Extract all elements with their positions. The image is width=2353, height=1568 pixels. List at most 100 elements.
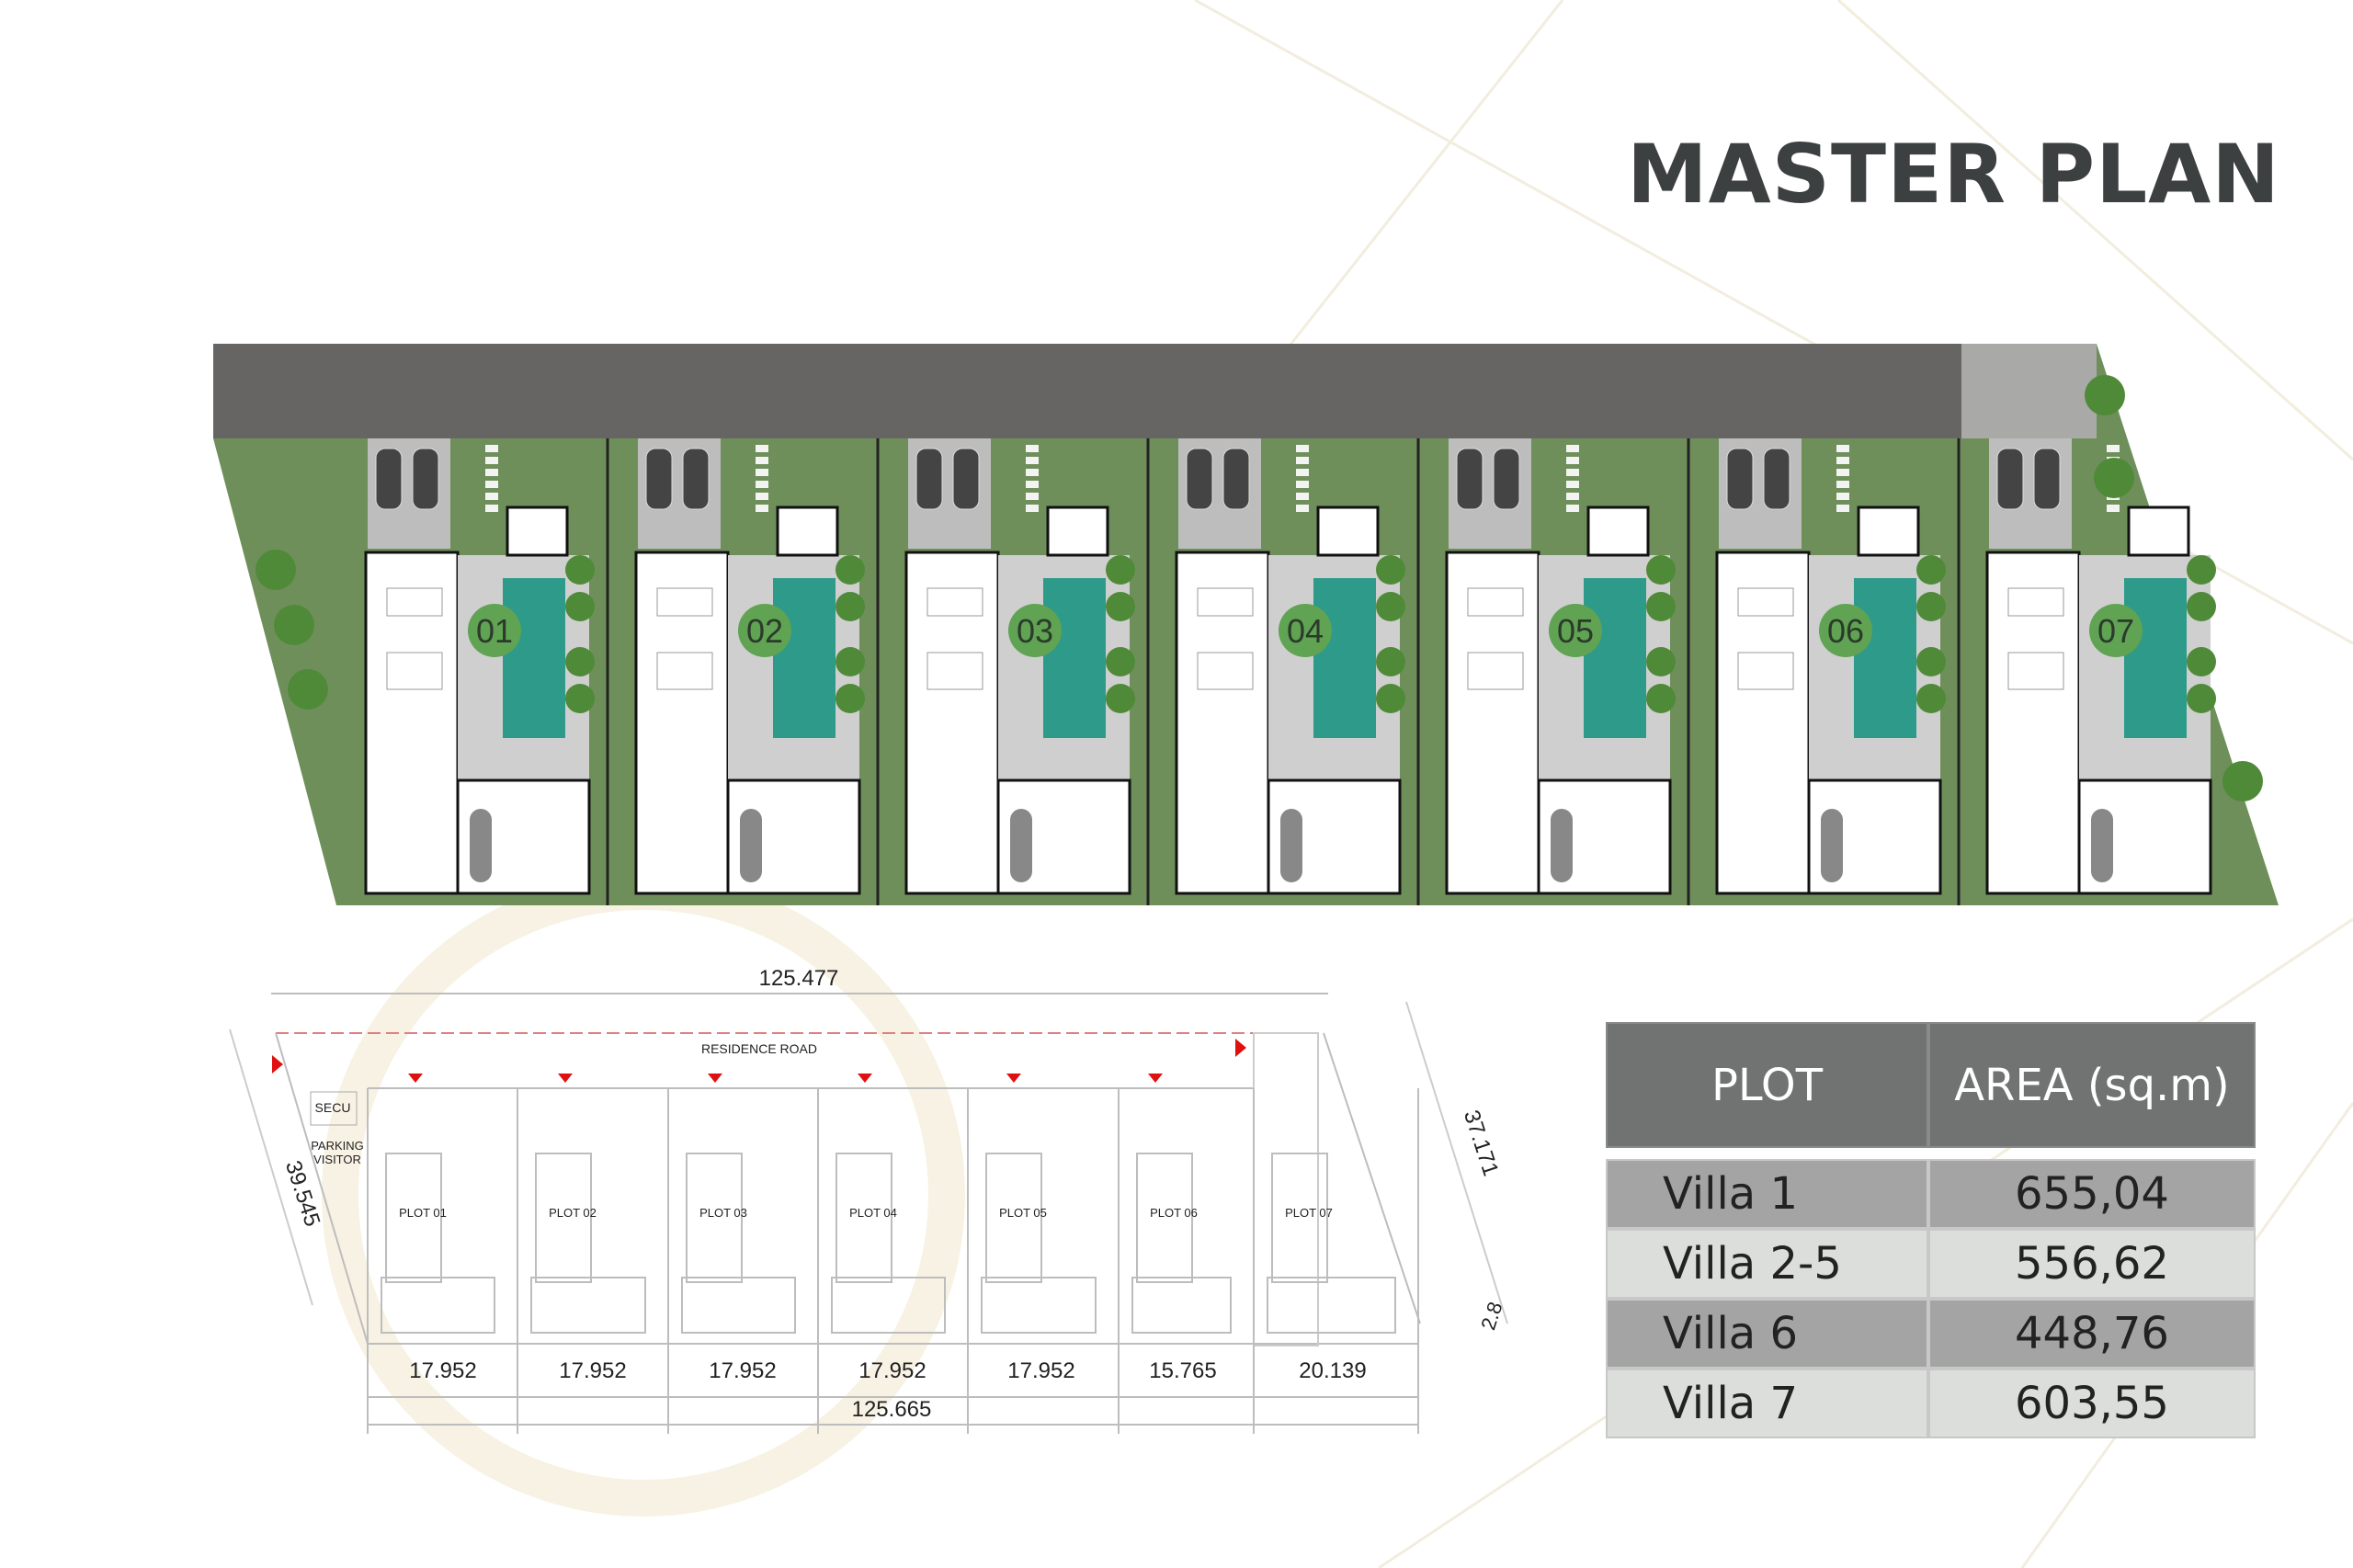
visitor-label: VISITOR (313, 1153, 361, 1166)
palm-tree-icon (1376, 592, 1405, 621)
entry-arrow-icon (272, 1055, 283, 1074)
main-house (904, 551, 1000, 895)
car-icon (2033, 448, 2061, 510)
stepping-stone (756, 445, 768, 452)
car-icon (645, 448, 673, 510)
bathroom (1280, 809, 1302, 882)
palm-tree-icon (1646, 555, 1676, 585)
villa-badge (1008, 604, 1062, 657)
entrance-marker-icon (558, 1074, 573, 1083)
house-footprint (686, 1153, 743, 1283)
bathroom (1010, 809, 1032, 882)
villa-02: 02 (634, 438, 880, 905)
road-label: RESIDENCE ROAD (701, 1041, 817, 1056)
palm-tree-icon (288, 669, 328, 710)
bathroom (1821, 809, 1843, 882)
stepping-stone (485, 493, 498, 500)
table-row: Villa 7 603,55 (1606, 1369, 2256, 1438)
villa-04: 04 (1175, 438, 1420, 905)
palm-tree-icon (1376, 684, 1405, 713)
sofa (656, 652, 713, 690)
villa-03: 03 (904, 438, 1150, 905)
bedroom-footprint (1267, 1277, 1396, 1334)
main-house (1175, 551, 1270, 895)
stepping-stone (756, 493, 768, 500)
area-cell: 556,62 (1928, 1229, 2256, 1299)
plot-cell: Villa 1 (1606, 1159, 1928, 1229)
villa-number: 01 (476, 612, 513, 650)
villa-badge (2089, 604, 2143, 657)
stepping-stone (1566, 445, 1579, 452)
stepping-stone (1026, 457, 1039, 464)
palm-tree-icon (1376, 555, 1405, 585)
stepping-stone (1026, 493, 1039, 500)
stepping-stone (1836, 457, 1849, 464)
access-road (213, 344, 1961, 438)
stepping-stone (756, 469, 768, 476)
villa-badge (468, 604, 521, 657)
plot-label: PLOT 07 (1285, 1206, 1333, 1220)
plot-cell: Villa 7 (1606, 1369, 1928, 1438)
entrance-marker-icon (708, 1074, 722, 1083)
palm-tree-icon (256, 550, 296, 590)
plot-cell: Villa 6 (1606, 1299, 1928, 1369)
plot-width: 17.952 (858, 1358, 926, 1383)
stepping-stone (1026, 505, 1039, 512)
palm-tree-icon (1376, 647, 1405, 676)
bedroom-footprint (681, 1277, 796, 1334)
palm-tree-icon (1916, 555, 1946, 585)
sofa (2007, 652, 2064, 690)
palm-tree-icon (1106, 555, 1135, 585)
car-icon (1996, 448, 2024, 510)
palm-tree-icon (1646, 647, 1676, 676)
car-icon (915, 448, 943, 510)
plot-width: 17.952 (559, 1358, 626, 1383)
pavilion (506, 506, 569, 557)
entrance-marker-icon (858, 1074, 872, 1083)
bathroom (1551, 809, 1573, 882)
plot-label: PLOT 03 (699, 1206, 747, 1220)
palm-tree-icon (1646, 592, 1676, 621)
pool (1584, 578, 1646, 738)
palm-tree-icon (1916, 684, 1946, 713)
kitchen-table (386, 587, 443, 617)
sofa (1737, 652, 1794, 690)
kitchen-table (656, 587, 713, 617)
sofa (1467, 652, 1524, 690)
stepping-stone (1296, 457, 1309, 464)
plot-label: PLOT 06 (1150, 1206, 1198, 1220)
stepping-stone (756, 481, 768, 488)
parking-label: PARKING (311, 1139, 364, 1153)
car-icon (1763, 448, 1790, 510)
stepping-stone (1566, 505, 1579, 512)
stepping-stone (1836, 445, 1849, 452)
stepping-stone (1836, 505, 1849, 512)
pool (1854, 578, 1916, 738)
stepping-stone (1296, 481, 1309, 488)
stepping-stone (485, 481, 498, 488)
entrance-marker-icon (1006, 1074, 1021, 1083)
table-header: PLOT AREA (sq.m) (1606, 1022, 2256, 1148)
area-cell: 603,55 (1928, 1369, 2256, 1438)
top-dimension: 125.477 (759, 966, 839, 991)
plot-label: PLOT 01 (399, 1206, 447, 1220)
house-footprint (385, 1153, 442, 1283)
table-row: Villa 1 655,04 (1606, 1159, 2256, 1229)
car-icon (1222, 448, 1250, 510)
palm-tree-icon (565, 592, 595, 621)
villa-07: 07 (1985, 438, 2216, 895)
kitchen-table (2007, 587, 2064, 617)
pavilion (2127, 506, 2190, 557)
car-icon (1186, 448, 1213, 510)
stepping-stone (1836, 469, 1849, 476)
kitchen-table (1197, 587, 1254, 617)
pool (1313, 578, 1376, 738)
car-icon (952, 448, 980, 510)
villa-badge (1549, 604, 1602, 657)
area-table: PLOT AREA (sq.m) Villa 1 655,04 Villa 2-… (1606, 1022, 2256, 1438)
palm-tree-icon (2187, 592, 2216, 621)
bathroom (2091, 809, 2113, 882)
villa-01: 01 (364, 438, 609, 905)
header-area: AREA (sq.m) (1928, 1022, 2256, 1148)
